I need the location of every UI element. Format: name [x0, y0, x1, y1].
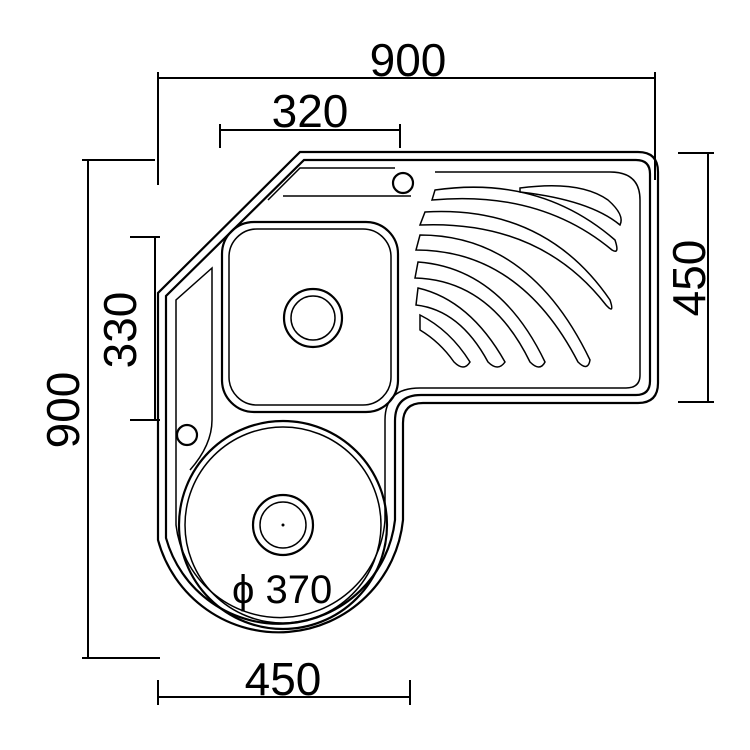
- bowl-depth-label: 330: [94, 292, 146, 369]
- dimension-bowl-depth: 330: [94, 236, 160, 421]
- round-bowl-width-label: 450: [245, 653, 322, 705]
- square-bowl: [220, 220, 400, 414]
- tap-hole-left: [175, 423, 199, 447]
- bowl-width-label: 320: [272, 85, 349, 137]
- dimension-overall-depth: 900: [37, 159, 160, 659]
- dimension-overall-width: 900: [157, 34, 656, 185]
- overall-width-label: 900: [370, 34, 447, 86]
- overall-depth-label: 900: [37, 372, 89, 449]
- dimension-round-bowl-width: 450: [157, 653, 411, 705]
- dimension-drainboard-depth: 450: [663, 152, 715, 403]
- round-bowl-diameter-label: ϕ 370: [232, 568, 332, 612]
- drainboard-depth-label: 450: [663, 240, 715, 317]
- square-bowl-drain: [282, 287, 344, 349]
- dimension-bowl-width: 320: [219, 85, 401, 148]
- tap-hole-top: [391, 171, 415, 195]
- round-bowl: ϕ 370: [177, 419, 389, 631]
- round-bowl-drain: [251, 493, 315, 557]
- drainboard-ribs: [414, 184, 622, 368]
